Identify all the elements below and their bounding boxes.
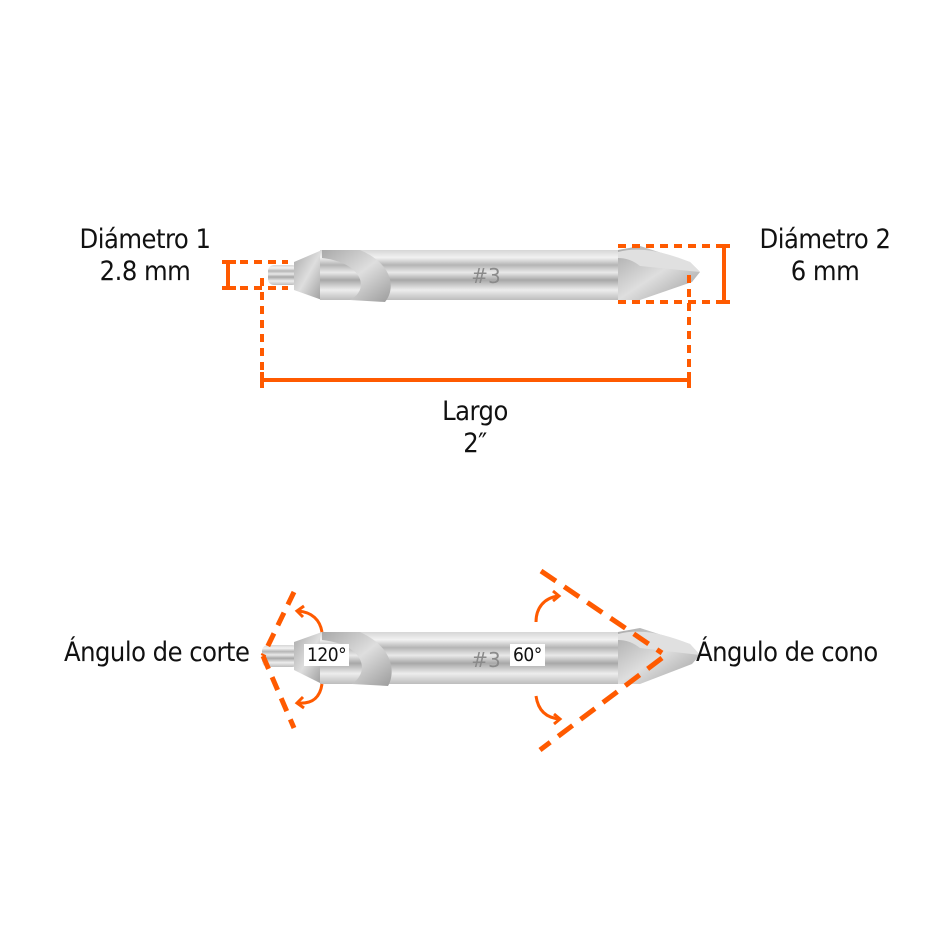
bottom-drill-marking: #3 xyxy=(471,648,500,672)
cone-angle-value: 60° xyxy=(510,644,545,666)
cutting-angle-label: Ángulo de corte xyxy=(64,637,250,668)
cutting-angle-arc-arrows-icon xyxy=(294,604,324,710)
cone-angle-arc-arrows-icon xyxy=(534,589,563,726)
top-drill-bit-icon: #3 xyxy=(268,246,700,302)
top-dimension-lines xyxy=(222,244,730,388)
bottom-drill-bit-icon: #3 xyxy=(262,628,700,686)
diameter1-value: 2.8 mm xyxy=(99,256,191,287)
cutting-angle-value: 120° xyxy=(304,644,350,666)
cone-angle-label: Ángulo de cono xyxy=(696,637,878,668)
length-title: Largo xyxy=(442,396,508,427)
diameter2-label: Diámetro 2 6 mm xyxy=(740,224,910,288)
diameter2-value: 6 mm xyxy=(790,256,860,287)
length-value: 2″ xyxy=(463,428,487,459)
diameter2-title: Diámetro 2 xyxy=(759,224,891,255)
cutting-angle-lines xyxy=(260,590,297,729)
top-drill-marking: #3 xyxy=(471,264,500,288)
diameter1-title: Diámetro 1 xyxy=(79,224,211,255)
diameter1-label: Diámetro 1 2.8 mm xyxy=(60,224,230,288)
length-label: Largo 2″ xyxy=(400,396,550,460)
cone-angle-lines xyxy=(538,568,664,752)
